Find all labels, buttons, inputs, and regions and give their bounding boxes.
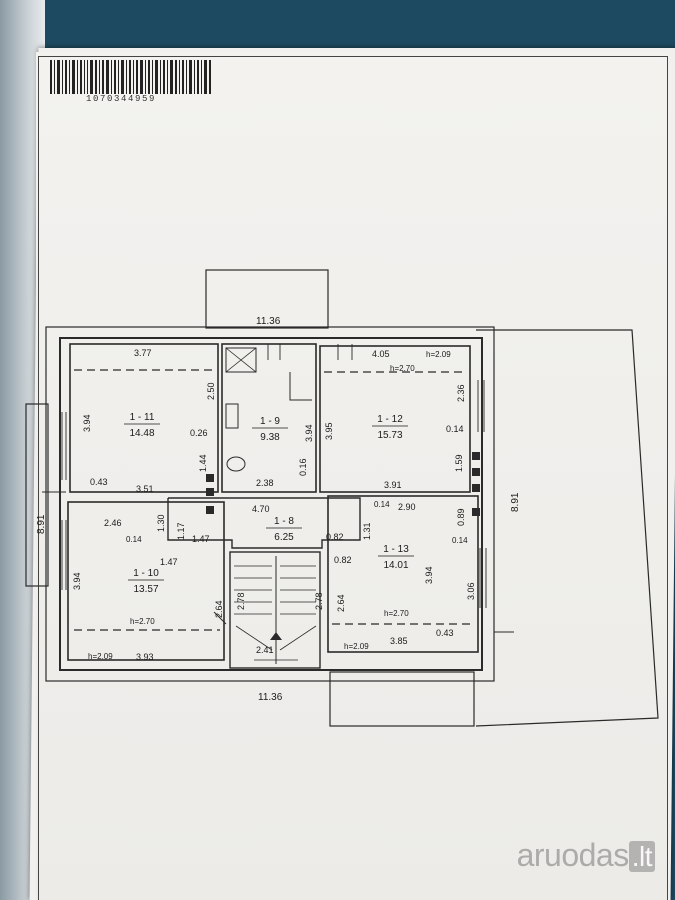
dim: 2.46 xyxy=(104,518,122,528)
dim: 0.43 xyxy=(90,477,108,487)
room-label-1-12: 1 - 12 xyxy=(377,414,403,425)
site-watermark: aruodas.lt xyxy=(517,837,655,874)
left-balcony xyxy=(25,403,49,587)
dim: 3.06 xyxy=(466,582,476,600)
dim-overall-right: 8.91 xyxy=(510,492,521,512)
dim: 0.26 xyxy=(190,428,208,438)
paper-surface xyxy=(36,52,667,900)
dim: 0.82 xyxy=(334,555,352,565)
dim: 0.16 xyxy=(298,458,308,476)
room-area-1-9: 9.38 xyxy=(260,432,280,443)
dim: 4.05 xyxy=(372,349,390,359)
outer-wall-inner xyxy=(59,337,483,671)
dim: 2.90 xyxy=(398,502,416,512)
room-label-1-13: 1 - 13 xyxy=(383,544,409,555)
room-1-12-walls xyxy=(319,345,471,493)
dim: 2.78 xyxy=(236,592,246,610)
shower-tray xyxy=(225,347,257,373)
dim-overall-left: 8.91 xyxy=(36,514,47,534)
room-1-8-walls xyxy=(167,497,361,549)
dim: 2.78 xyxy=(314,592,324,610)
dim: 1.47 xyxy=(192,534,210,544)
dim: 1.44 xyxy=(198,454,208,472)
dim: 1.47 xyxy=(160,557,178,567)
room-1-10-walls xyxy=(67,501,225,661)
dim: 0.14 xyxy=(446,424,464,434)
watermark-tld: .lt xyxy=(628,841,655,872)
dim: 0.89 xyxy=(456,508,466,526)
room-label-1-8: 1 - 8 xyxy=(274,516,294,527)
dim: 0.43 xyxy=(436,628,454,638)
dim: 3.94 xyxy=(72,572,82,590)
right-annex xyxy=(475,329,659,727)
room-area-1-13: 14.01 xyxy=(383,560,408,571)
dim: 0.14 xyxy=(452,536,468,545)
dim: h=2.70 xyxy=(384,609,409,618)
dim: 2.50 xyxy=(206,382,216,400)
dim: 1.17 xyxy=(176,522,186,540)
dim: 3.94 xyxy=(424,566,434,584)
dim: h=2.09 xyxy=(88,652,113,661)
room-area-1-11: 14.48 xyxy=(129,428,154,439)
toilet xyxy=(226,456,246,472)
barcode-number: 1070344959 xyxy=(86,94,157,104)
stair-frame xyxy=(229,551,321,669)
sink xyxy=(225,403,239,429)
room-label-1-9: 1 - 9 xyxy=(260,416,280,427)
dim: 0.14 xyxy=(126,535,142,544)
room-1-11-walls xyxy=(69,343,219,493)
room-area-1-8: 6.25 xyxy=(274,532,294,543)
dim: 0.14 xyxy=(374,500,390,509)
dim: h=2.09 xyxy=(344,642,369,651)
dim-overall-bottom: 11.36 xyxy=(258,692,283,703)
dim: 3.94 xyxy=(82,414,92,432)
bottom-protrusion xyxy=(329,671,475,727)
room-label-1-10: 1 - 10 xyxy=(133,568,159,579)
dim: 2.64 xyxy=(336,594,346,612)
dim: 1.31 xyxy=(362,522,372,540)
page-frame-right xyxy=(667,56,668,900)
dim: h=2.09 xyxy=(426,350,451,359)
room-area-1-12: 15.73 xyxy=(377,430,402,441)
top-protrusion xyxy=(205,269,329,329)
stair-arrow xyxy=(270,632,282,640)
dim: 4.70 xyxy=(252,504,270,514)
dim: 2.38 xyxy=(256,478,274,488)
room-1-9-walls xyxy=(221,343,317,493)
dim: 3.77 xyxy=(134,348,152,358)
room-label-1-11: 1 - 11 xyxy=(130,412,155,423)
outer-wall-outline xyxy=(45,326,495,682)
dim: 3.94 xyxy=(304,424,314,442)
watermark-name: aruodas xyxy=(516,837,630,873)
dim: 3.95 xyxy=(324,422,334,440)
page-frame-left xyxy=(38,56,39,900)
barcode-image xyxy=(50,60,211,94)
dim-overall-top: 11.36 xyxy=(256,316,281,327)
dim: h=2.70 xyxy=(130,617,155,626)
dim: 3.51 xyxy=(136,484,154,494)
dim: 2.41 xyxy=(256,645,274,655)
room-area-1-10: 13.57 xyxy=(133,584,158,595)
page-frame-top xyxy=(38,56,668,57)
dim: 1.30 xyxy=(156,514,166,532)
dim: 3.91 xyxy=(384,480,402,490)
room-1-13-walls xyxy=(327,495,479,653)
dim: 2.64 xyxy=(214,600,224,618)
dim: 0.82 xyxy=(326,532,344,542)
dim: 3.85 xyxy=(390,636,408,646)
dim: 2.36 xyxy=(456,384,466,402)
dim: h=2.70 xyxy=(390,364,415,373)
dim: 3.93 xyxy=(136,652,154,662)
dim: 1.59 xyxy=(454,454,464,472)
